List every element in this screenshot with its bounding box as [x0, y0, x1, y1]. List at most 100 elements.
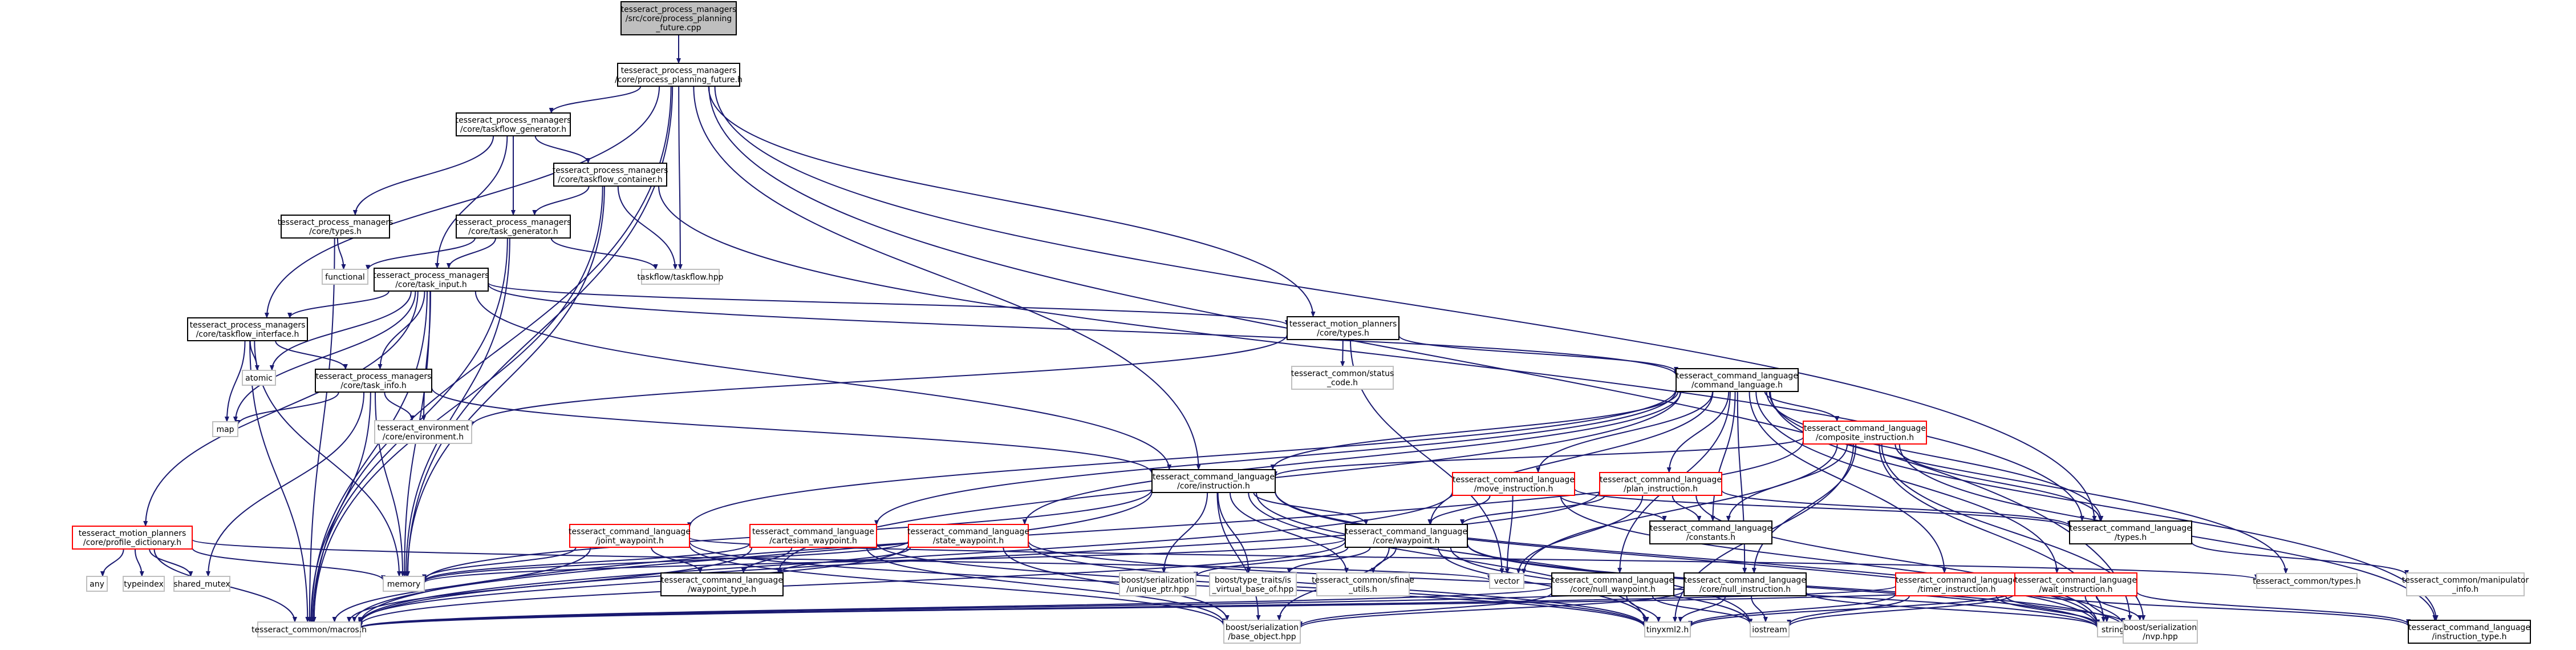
edge-move_instr_h-to-vector: [1504, 495, 1514, 574]
node-box: [1489, 573, 1524, 589]
edge-joint_wp_h-to-base_object_hpp: [689, 544, 1226, 627]
node-label-line: tesseract_common/manipulator: [2402, 576, 2529, 585]
node-label-line: string: [2102, 625, 2124, 635]
node-box: [660, 572, 784, 596]
edge-null_instr_h-to-iostream: [1750, 595, 1768, 623]
file-node-wait-instr-h[interactable]: tesseract_command_language/wait_instruct…: [2014, 572, 2137, 596]
node-box: [315, 369, 432, 393]
file-node-task-gen-h[interactable]: tesseract_process_managers/core/task_gen…: [456, 215, 571, 239]
edge-tf_cont_h-to-cl_types_h: [658, 185, 2084, 522]
node-label-line: tesseract_environment: [378, 423, 469, 433]
file-node-instruction-h[interactable]: tesseract_command_language/core/instruct…: [1151, 469, 1276, 493]
node-box: [641, 269, 720, 285]
file-node-timer-instr-h[interactable]: tesseract_command_language/timer_instruc…: [1895, 572, 2018, 596]
node-label-line: tesseract_command_language: [2070, 524, 2192, 533]
node-box: [1151, 469, 1276, 493]
file-node-nvp-hpp: boost/serialization/nvp.hpp: [2123, 620, 2198, 644]
node-box: [569, 524, 690, 548]
edge-task_gen_h-to-functional: [366, 237, 476, 271]
file-node-waypoint-h[interactable]: tesseract_command_language/core/waypoint…: [1345, 524, 1468, 548]
node-label-line: tesseract_common/types.h: [2253, 577, 2360, 586]
file-node-cmd-lang-h[interactable]: tesseract_command_language/command_langu…: [1676, 368, 1799, 392]
file-node-pm-types-h[interactable]: tesseract_process_managers/core/types.h: [278, 215, 394, 239]
edge-tg_gen_h-to-tf_cont_h: [534, 135, 591, 164]
edge-task_info_h-to-shared_mutex: [206, 391, 365, 577]
file-node-mp-types-h[interactable]: tesseract_motion_planners/core/types.h: [1287, 316, 1399, 340]
node-label-line: /command_language.h: [1691, 381, 1783, 390]
node-box: [374, 420, 472, 444]
node-box: [1644, 621, 1691, 637]
node-label-line: tesseract_process_managers: [456, 218, 571, 227]
file-node-plan-instr-h[interactable]: tesseract_command_language/plan_instruct…: [1599, 472, 1722, 496]
file-node-tg-gen-h[interactable]: tesseract_process_managers/core/taskflow…: [456, 112, 571, 136]
node-label-line: tesseract_command_language: [1453, 475, 1575, 485]
edge-tg_gen_h-to-pm_types_h: [352, 135, 494, 216]
edge-mp_types_h-to-status_code_h: [1340, 339, 1345, 367]
node-box: [1649, 520, 1772, 544]
edge-move_instr_h-to-constants_h: [1559, 495, 1667, 522]
file-node-ppf-h[interactable]: tesseract_process_managers/core/process_…: [615, 63, 743, 87]
edge-tf_iface_h-to-atomic: [249, 340, 259, 371]
file-node-null-instr-h[interactable]: tesseract_command_language/core/null_ins…: [1683, 572, 1807, 596]
edge-cart_wp_h-to-wp_type_h: [741, 547, 793, 574]
node-label-line: /state_waypoint.h: [933, 536, 1004, 546]
node-box: [1291, 366, 1394, 390]
file-node-instr-type-h[interactable]: tesseract_command_language/instruction_t…: [2408, 620, 2531, 644]
file-node-null-wp-h[interactable]: tesseract_command_language/core/null_way…: [1551, 572, 1674, 596]
file-node-tinyxml2-h: tinyxml2.h: [1644, 621, 1691, 637]
node-label-line: /core/types.h: [309, 227, 362, 236]
file-node-common-types-h: tesseract_common/types.h: [2253, 573, 2361, 589]
node-box: [1551, 572, 1674, 596]
file-node-macros-h: tesseract_common/macros.h: [251, 621, 367, 637]
node-label-line: tesseract_process_managers: [374, 271, 489, 280]
node-label-line: typeindex: [124, 580, 164, 589]
edge-cart_wp_h-to-base_object_hpp: [866, 547, 1226, 624]
node-label-line: /core/taskflow_interface.h: [196, 330, 299, 339]
edge-waypoint_h-to-tinyxml2_h: [1437, 547, 1649, 623]
edge-tg_gen_h-to-task_input_h: [435, 135, 508, 269]
file-node-tf-cont-h[interactable]: tesseract_process_managers/core/taskflow…: [553, 163, 668, 187]
node-label-line: tesseract_common/sfinae: [1312, 576, 1414, 585]
file-node-typeindex: typeindex: [123, 576, 165, 592]
file-node-joint-wp-h[interactable]: tesseract_command_language/joint_waypoin…: [569, 524, 691, 548]
node-box: [2256, 573, 2358, 589]
node-box: [2406, 572, 2525, 596]
edge-instruction_h-to-nvp_hpp: [1275, 491, 2125, 627]
file-node-wp-type-h[interactable]: tesseract_command_language/waypoint_type…: [660, 572, 784, 596]
node-box: [281, 215, 390, 239]
node-layer: tesseract_process_managers/src/core/proc…: [72, 1, 2531, 644]
edge-pm_types_h-to-functional: [336, 237, 346, 270]
file-node-move-instr-h[interactable]: tesseract_command_language/move_instruct…: [1452, 472, 1575, 496]
node-box: [86, 576, 108, 592]
edge-cmd_lang_h-to-state_wp_h: [1022, 391, 1682, 525]
file-node-constants-h[interactable]: tesseract_command_language/constants.h: [1649, 520, 1772, 544]
file-node-tf-iface-h[interactable]: tesseract_process_managers/core/taskflow…: [187, 317, 308, 341]
edge-waypoint_h-to-memory: [422, 538, 1346, 584]
node-label-line: _code.h: [1326, 378, 1358, 387]
node-label-line: /core/environment.h: [383, 433, 464, 442]
edge-task_info_h-to-memory: [374, 391, 405, 577]
edge-cmd_lang_h-to-composite_h: [1764, 391, 1840, 422]
node-label-line: /core/profile_dictionary.h: [83, 538, 181, 547]
node-box: [2069, 520, 2192, 544]
file-node-task-input-h[interactable]: tesseract_process_managers/core/task_inp…: [374, 268, 489, 292]
file-node-root[interactable]: tesseract_process_managers/src/core/proc…: [620, 1, 737, 35]
edge-state_wp_h-to-wp_type_h: [777, 547, 911, 574]
node-label-line: tesseract_command_language: [569, 527, 691, 536]
file-node-task-info-h[interactable]: tesseract_process_managers/core/task_inf…: [315, 369, 432, 393]
node-label-line: tesseract_command_language: [1804, 424, 1926, 433]
edge-wait_instr_h-to-instr_type_h: [2136, 591, 2411, 625]
edge-composite_h-to-vector: [1522, 443, 1838, 575]
file-node-cart-wp-h[interactable]: tesseract_command_language/cartesian_way…: [749, 524, 877, 548]
edge-plan_instr_h-to-constants_h: [1672, 495, 1702, 522]
edge-tf_cont_h-to-task_gen_h: [532, 185, 590, 216]
edge-cmd_lang_h-to-move_instr_h: [1536, 391, 1713, 473]
edge-plan_instr_h-to-vector: [1516, 495, 1644, 574]
file-node-cl-types-h[interactable]: tesseract_command_language/types.h: [2069, 520, 2192, 544]
node-label-line: /core/taskflow_container.h: [558, 175, 662, 184]
node-label-line: tesseract_process_managers: [316, 372, 432, 381]
file-node-composite-h[interactable]: tesseract_command_language/composite_ins…: [1803, 421, 1927, 445]
edge-cmd_lang_h-to-cl_types_h: [1766, 391, 2104, 522]
file-node-state-wp-h[interactable]: tesseract_command_language/state_waypoin…: [907, 524, 1029, 548]
file-node-profile-dict-h[interactable]: tesseract_motion_planners/core/profile_d…: [72, 526, 193, 550]
